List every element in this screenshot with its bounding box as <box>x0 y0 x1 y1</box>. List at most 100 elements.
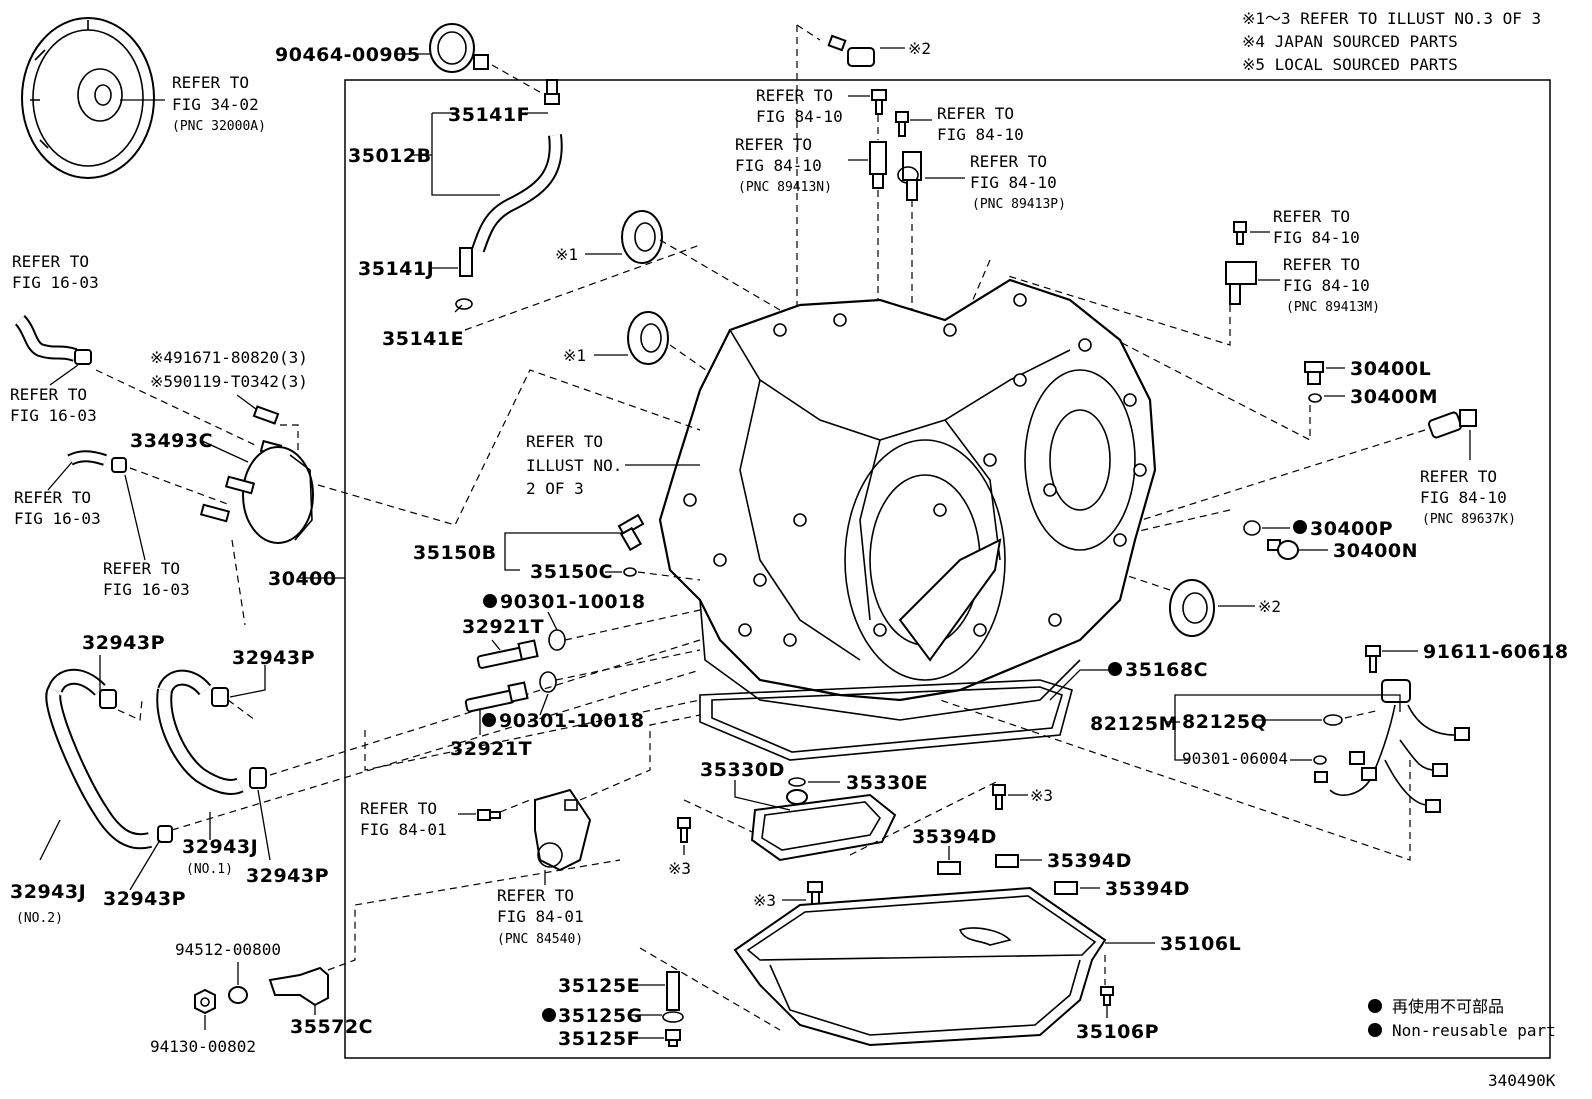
part-35125E[interactable]: 35125E <box>558 975 640 997</box>
neutral-start-switch[interactable] <box>534 788 592 872</box>
magnet-35394D-b[interactable] <box>995 854 1019 868</box>
sensor-bolt-1[interactable] <box>871 89 887 115</box>
n2-ref-1: REFER TO <box>497 886 574 905</box>
part-90301-a[interactable]: 90301-10018 <box>500 591 646 613</box>
hose-clamp-1[interactable] <box>74 349 92 365</box>
part-491671[interactable]: ※491671-80820(3) <box>150 348 308 367</box>
union-32921T-b[interactable] <box>464 681 529 713</box>
part-35394D-a[interactable]: 35394D <box>912 826 997 848</box>
pan-gasket[interactable] <box>699 679 1073 761</box>
oil-cooler[interactable] <box>199 405 314 544</box>
part-35572C[interactable]: 35572C <box>290 1016 373 1038</box>
part-35150C[interactable]: 35150C <box>530 561 613 583</box>
bolt-m3-b[interactable] <box>992 784 1006 810</box>
plug-35125F[interactable] <box>665 1029 681 1047</box>
part-82125Q[interactable]: 82125Q <box>1182 711 1267 733</box>
sensor-bolt-5[interactable] <box>1233 221 1247 245</box>
oring-90301b[interactable] <box>539 671 557 693</box>
part-35106L[interactable]: 35106L <box>1160 933 1241 955</box>
oil-pan[interactable] <box>733 886 1107 1047</box>
hose-clamp-32943P-c[interactable] <box>249 767 267 789</box>
wire-harness-82125M[interactable] <box>1314 679 1470 813</box>
speed-sensor-m[interactable] <box>1225 261 1257 305</box>
part-94130[interactable]: 94130-00802 <box>150 1037 256 1056</box>
washer-94512[interactable] <box>228 986 248 1004</box>
plug-30400L[interactable] <box>1304 361 1324 385</box>
part-35125G[interactable]: 35125G <box>558 1005 643 1027</box>
nut-94130[interactable] <box>194 988 216 1015</box>
oring-35330E[interactable] <box>788 777 806 787</box>
bracket-35572C[interactable] <box>268 966 329 1007</box>
part-90301-c[interactable]: 90301-06004 <box>1182 749 1288 768</box>
hose-clamp-32943P-d[interactable] <box>157 825 173 843</box>
part-32921T-b[interactable]: 32921T <box>450 738 532 760</box>
union-32921T-a[interactable] <box>476 639 539 669</box>
part-35141E[interactable]: 35141E <box>382 328 464 350</box>
oring-90301c[interactable] <box>1313 755 1327 765</box>
part-30400[interactable]: 30400 <box>268 568 337 590</box>
pressure-sensor[interactable] <box>1427 409 1477 439</box>
part-90464[interactable]: 90464-00905 <box>275 44 421 66</box>
part-35150B[interactable]: 35150B <box>413 542 497 564</box>
part-35330D[interactable]: 35330D <box>700 759 785 781</box>
s1-ref-1: REFER TO <box>756 86 833 105</box>
bolt-m3-a[interactable] <box>677 817 691 843</box>
switch-bolt[interactable] <box>477 809 501 821</box>
part-30400P[interactable]: 30400P <box>1310 518 1393 540</box>
note-3: ※5 LOCAL SOURCED PARTS <box>1242 55 1458 74</box>
part-30400M[interactable]: 30400M <box>1350 386 1438 408</box>
oil-seal-2[interactable] <box>627 311 669 365</box>
part-35168C[interactable]: 35168C <box>1125 659 1208 681</box>
part-35330E[interactable]: 35330E <box>846 772 928 794</box>
part-35141F[interactable]: 35141F <box>448 104 530 126</box>
magnet-35394D-c[interactable] <box>1054 881 1078 895</box>
part-35106P[interactable]: 35106P <box>1076 1021 1159 1043</box>
transaxle-case[interactable] <box>658 278 1157 721</box>
hose-clamp-2[interactable] <box>111 457 127 473</box>
clamp-90464[interactable] <box>429 23 489 73</box>
union-35150[interactable] <box>617 513 645 552</box>
oil-seal-1[interactable] <box>621 210 663 264</box>
speed-sensor-p[interactable] <box>897 151 922 201</box>
part-590119[interactable]: ※590119-T0342(3) <box>150 372 308 391</box>
sensor-bolt-2[interactable] <box>895 111 909 137</box>
ball-30400P[interactable] <box>1243 520 1261 536</box>
part-32943P-a[interactable]: 32943P <box>82 632 165 654</box>
part-35394D-b[interactable]: 35394D <box>1047 850 1132 872</box>
speed-sensor-n[interactable] <box>869 141 887 189</box>
oil-strainer[interactable] <box>750 789 897 862</box>
part-32943J-b[interactable]: 32943J <box>10 881 86 903</box>
part-91611[interactable]: 91611-60618 <box>1423 641 1569 663</box>
part-33493C[interactable]: 33493C <box>130 430 213 452</box>
part-35141J[interactable]: 35141J <box>358 258 434 280</box>
pipe-35125E[interactable] <box>666 971 680 1011</box>
part-35012B[interactable]: 35012B <box>348 145 432 167</box>
oring-82125Q[interactable] <box>1323 714 1343 726</box>
part-30400L[interactable]: 30400L <box>1350 358 1431 380</box>
mark-3c: ※3 <box>753 891 776 910</box>
part-32921T-a[interactable]: 32921T <box>462 616 544 638</box>
part-32943P-d[interactable]: 32943P <box>103 888 186 910</box>
gasket-35125G[interactable] <box>662 1011 684 1023</box>
bolt-m2-top[interactable] <box>827 34 875 67</box>
part-30400N[interactable]: 30400N <box>1333 540 1418 562</box>
magnet-35394D-a[interactable] <box>937 861 961 875</box>
part-32943P-b[interactable]: 32943P <box>232 647 315 669</box>
hose-clamp-32943P-a[interactable] <box>99 689 117 709</box>
drain-plug-35106P[interactable] <box>1100 986 1114 1006</box>
part-32943J-a[interactable]: 32943J <box>182 836 258 858</box>
part-82125M[interactable]: 82125M <box>1090 713 1178 735</box>
bolt-91611[interactable] <box>1365 645 1381 673</box>
part-90301-b[interactable]: 90301-10018 <box>499 710 645 732</box>
oil-seal-3[interactable] <box>1169 579 1215 637</box>
torque-converter[interactable] <box>21 17 155 179</box>
part-94512[interactable]: 94512-00800 <box>175 940 281 959</box>
oring-90301a[interactable] <box>548 629 566 651</box>
part-32943P-c[interactable]: 32943P <box>246 865 329 887</box>
bolt-m3-c[interactable] <box>807 881 823 907</box>
plug-30400N[interactable] <box>1267 539 1299 560</box>
part-35125F[interactable]: 35125F <box>558 1028 640 1050</box>
part-35394D-c[interactable]: 35394D <box>1105 878 1190 900</box>
hose-clamp-32943P-b[interactable] <box>211 687 229 707</box>
breather-hose[interactable] <box>455 79 563 310</box>
